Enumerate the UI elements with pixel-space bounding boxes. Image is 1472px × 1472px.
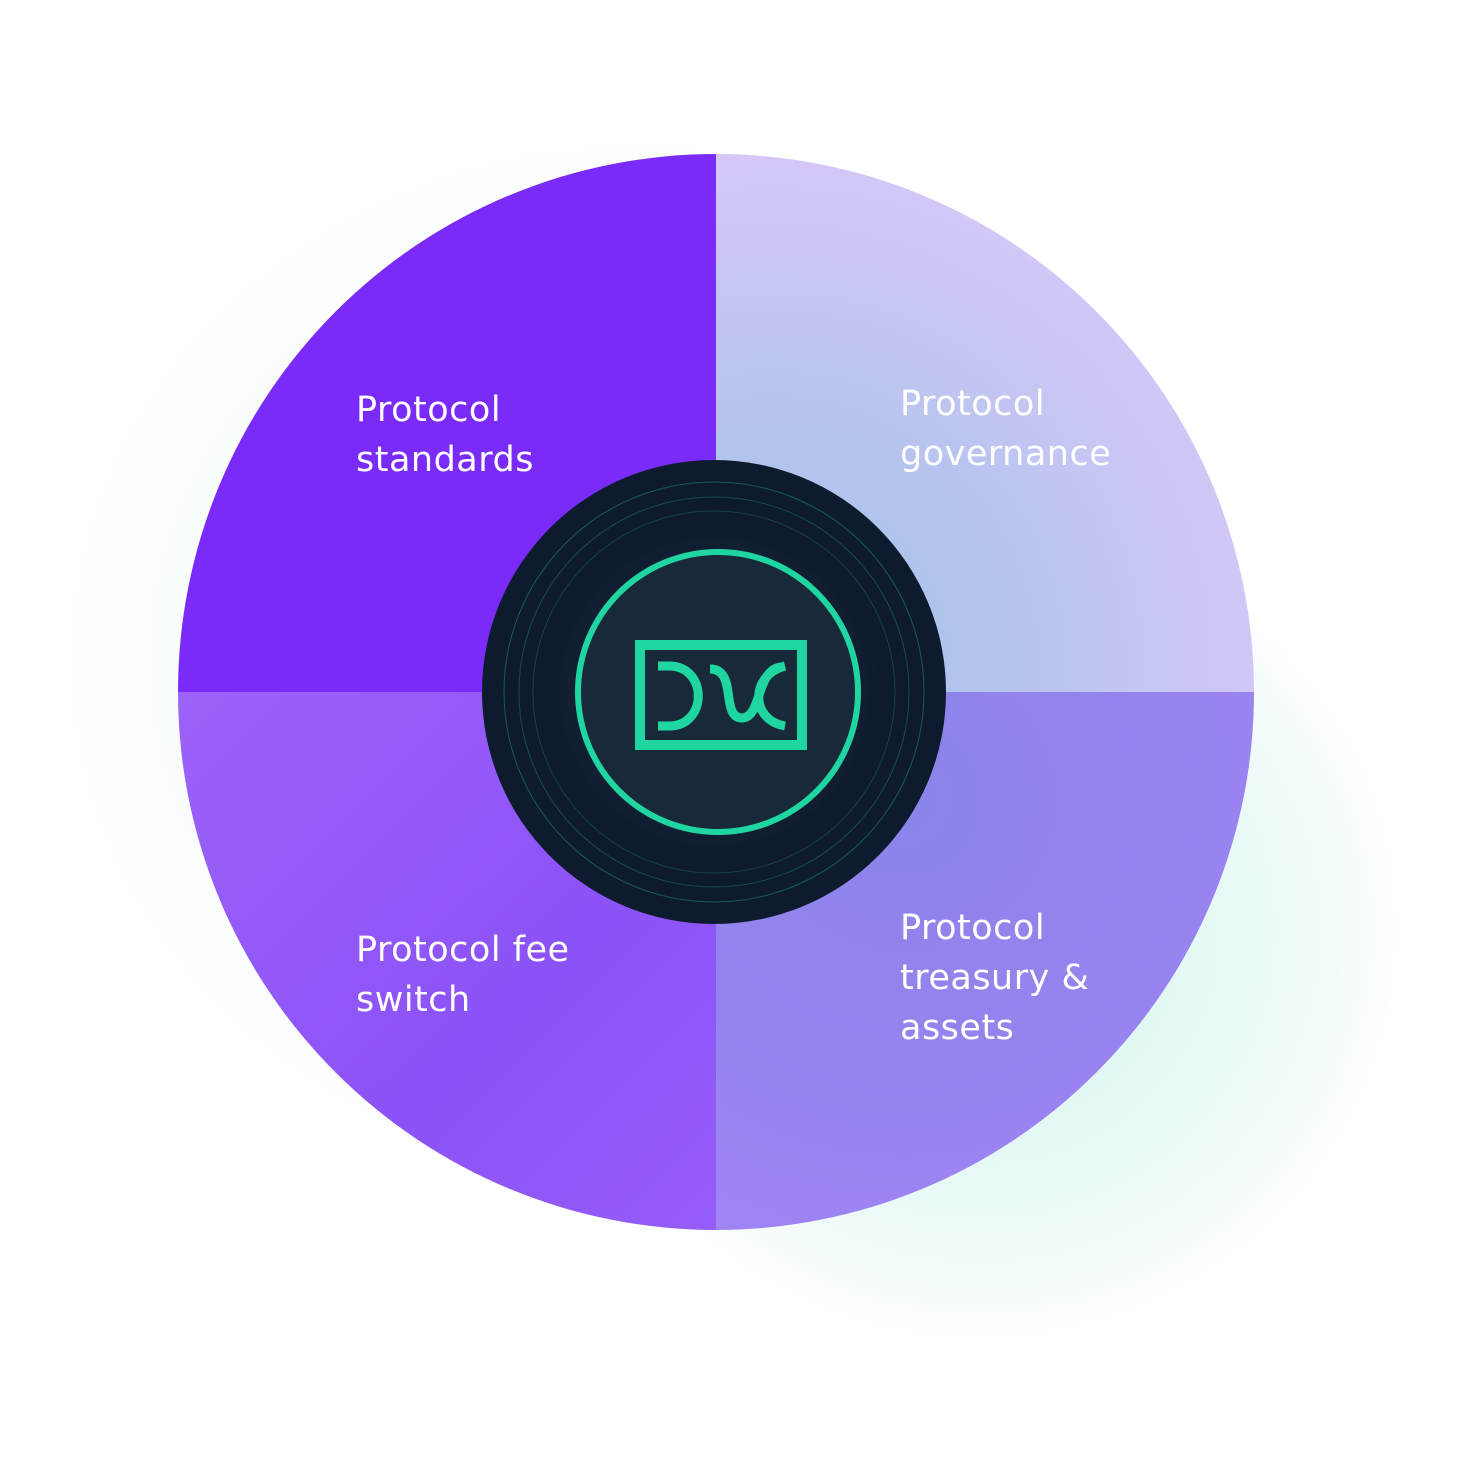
quadrant-label-governance: Protocol governance <box>900 379 1111 479</box>
quadrant-label-treasury: Protocol treasury & assets <box>900 903 1089 1053</box>
label-line: switch <box>356 980 471 1020</box>
hub-ring-2 <box>518 496 910 888</box>
label-line: standards <box>356 440 534 480</box>
hub-ring-3 <box>532 510 896 874</box>
label-line: Protocol <box>900 384 1046 424</box>
label-line: treasury & <box>900 958 1090 998</box>
label-line: governance <box>900 434 1112 474</box>
label-line: assets <box>900 1008 1015 1048</box>
label-line: Protocol fee <box>356 930 570 970</box>
wave-bridge-logo-icon <box>635 640 807 750</box>
label-line: Protocol <box>356 390 502 430</box>
quadrant-label-fee-switch: Protocol fee switch <box>356 925 570 1025</box>
quadrant-label-standards: Protocol standards <box>356 385 534 485</box>
label-line: Protocol <box>900 908 1046 948</box>
hub-logo-ring <box>575 549 861 835</box>
center-hub <box>482 460 946 924</box>
hub-ring-1 <box>503 481 925 903</box>
